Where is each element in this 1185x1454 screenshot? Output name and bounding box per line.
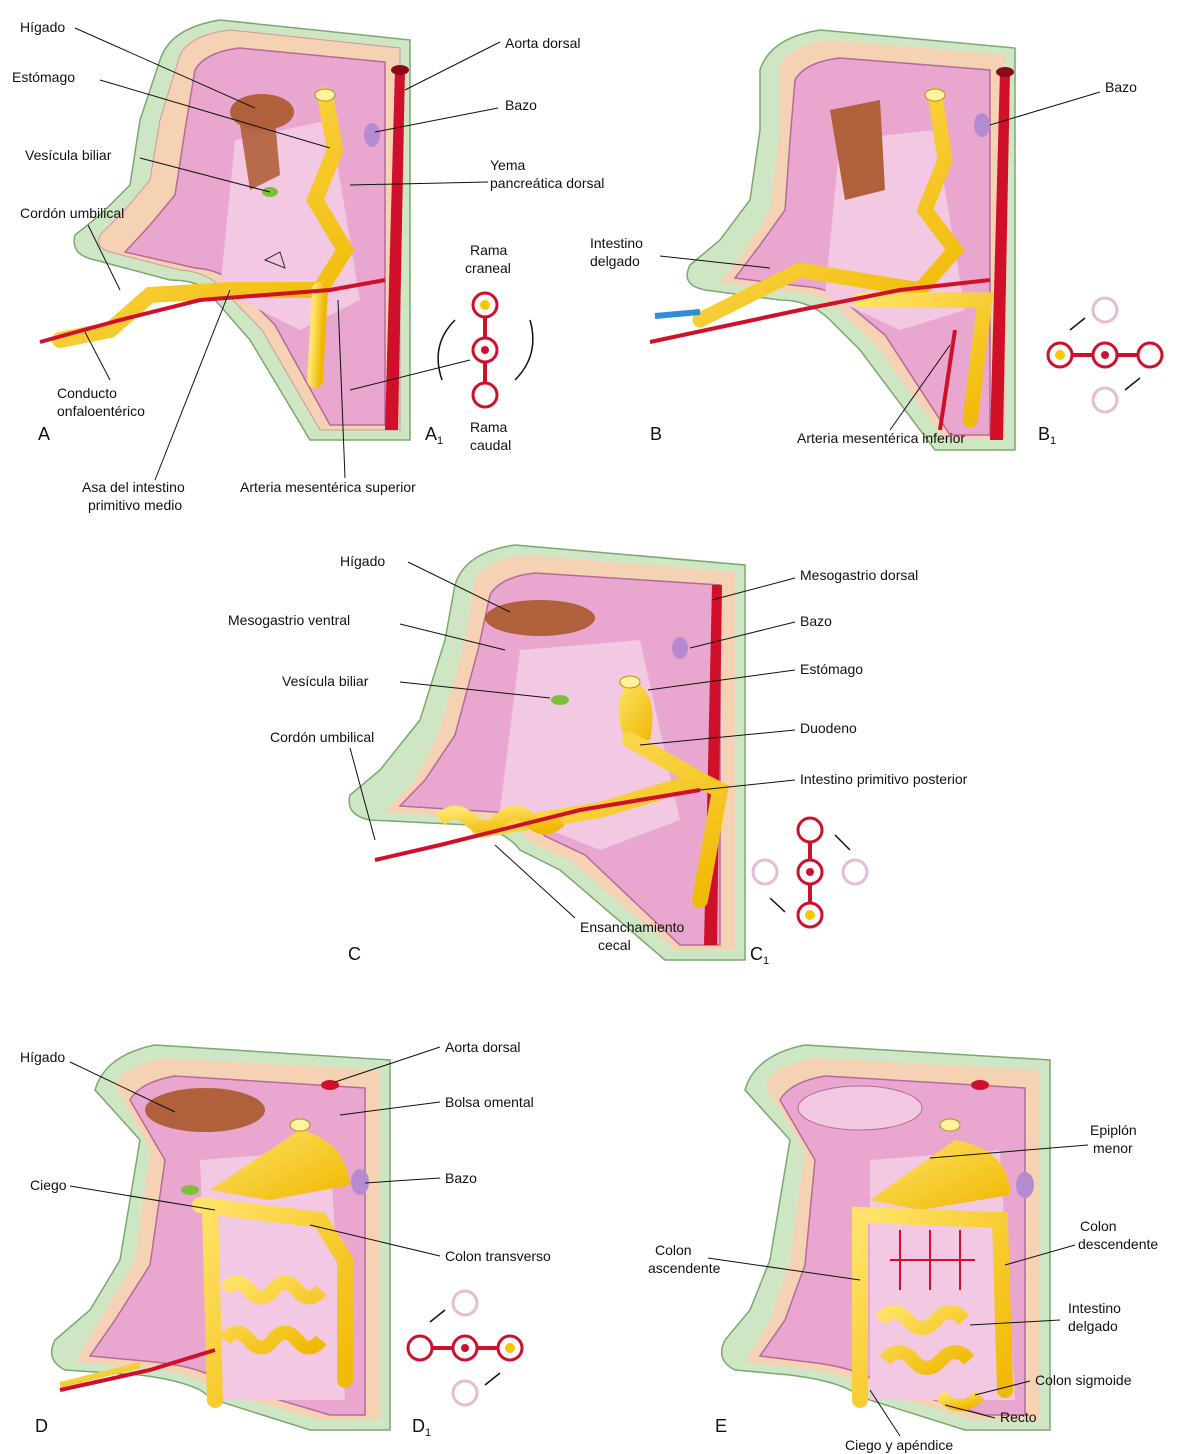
c1-rotation-icon <box>753 818 867 927</box>
b1-rotation-icon <box>1048 298 1162 412</box>
label-aorta-dorsal: Aorta dorsal <box>505 35 580 51</box>
label-arteria-mesenterica-inferior: Arteria mesentérica inferior <box>797 430 965 446</box>
panel-letter-a: A <box>38 424 50 444</box>
label-rama-caudal-line2: caudal <box>470 437 511 453</box>
label-mesogastrio-dorsal: Mesogastrio dorsal <box>800 567 918 583</box>
label-bazo-b: Bazo <box>1105 79 1137 95</box>
panel-letter-b: B <box>650 424 662 444</box>
a1-rotation-icon <box>438 293 533 407</box>
label-rama-craneal-line2: craneal <box>465 260 511 276</box>
label-estomago-c: Estómago <box>800 661 863 677</box>
label-estomago: Estómago <box>12 69 75 85</box>
label-vesicula-biliar-c: Vesícula biliar <box>282 673 369 689</box>
panel-letter-c: C <box>348 944 361 964</box>
label-cordon-umbilical-c: Cordón umbilical <box>270 729 374 745</box>
label-duodeno: Duodeno <box>800 720 857 736</box>
label-ciego-y-apendice: Ciego y apéndice <box>845 1437 953 1453</box>
label-ensanchamiento-line1: Ensanchamiento <box>580 919 685 935</box>
label-mesogastrio-ventral: Mesogastrio ventral <box>228 612 350 628</box>
label-intestino-delgado-b-line2: delgado <box>590 253 640 269</box>
label-conducto-line1: Conducto <box>57 385 117 401</box>
rotation-arrow-icon <box>515 320 533 380</box>
panel-e-illustration <box>722 1045 1050 1430</box>
label-aorta-dorsal-d: Aorta dorsal <box>445 1039 520 1055</box>
panel-d-illustration <box>52 1045 390 1430</box>
label-intestino-delgado-e-line1: Intestino <box>1068 1300 1121 1316</box>
label-intestino-delgado-b-line1: Intestino <box>590 235 643 251</box>
rotation-arrow-icon <box>1070 318 1085 330</box>
label-conducto-line2: onfaloentérico <box>57 403 145 419</box>
label-yema-line2: pancreática dorsal <box>490 175 604 191</box>
label-arteria-mesenterica-superior: Arteria mesentérica superior <box>240 479 416 495</box>
label-rama-craneal-line1: Rama <box>470 242 508 258</box>
label-intestino-delgado-e-line2: delgado <box>1068 1318 1118 1334</box>
label-bazo-d: Bazo <box>445 1170 477 1186</box>
label-asa-line1: Asa del intestino <box>82 479 185 495</box>
d1-rotation-icon <box>408 1291 522 1405</box>
panel-b-illustration <box>650 30 1015 450</box>
label-cordon-umbilical: Cordón umbilical <box>20 205 124 221</box>
label-ensanchamiento-line2: cecal <box>598 937 631 953</box>
rotation-arrow-icon <box>485 1373 500 1385</box>
panel-letter-d1: D1 <box>412 1416 431 1439</box>
label-yema-line1: Yema <box>490 157 526 173</box>
panel-letter-a1: A1 <box>425 424 443 447</box>
label-higado-c: Hígado <box>340 553 385 569</box>
rotation-arrow-icon <box>770 898 785 912</box>
label-colon-descendente-line1: Colon <box>1080 1218 1117 1234</box>
label-epiplon-line1: Epiplón <box>1090 1122 1137 1138</box>
panel-letter-c1: C1 <box>750 944 769 967</box>
panel-a-illustration <box>40 20 410 440</box>
label-rama-caudal-line1: Rama <box>470 419 508 435</box>
label-intestino-primitivo-posterior: Intestino primitivo posterior <box>800 771 968 787</box>
label-colon-transverso: Colon transverso <box>445 1248 551 1264</box>
label-higado-d: Hígado <box>20 1049 65 1065</box>
label-ciego: Ciego <box>30 1177 67 1193</box>
panel-letter-b1: B1 <box>1038 424 1056 447</box>
label-bolsa-omental: Bolsa omental <box>445 1094 534 1110</box>
label-colon-sigmoide: Colon sigmoide <box>1035 1372 1132 1388</box>
rotation-arrow-icon <box>438 320 455 380</box>
label-higado: Hígado <box>20 19 65 35</box>
label-epiplon-line2: menor <box>1093 1140 1133 1156</box>
label-vesicula-biliar: Vesícula biliar <box>25 147 112 163</box>
label-asa-line2: primitivo medio <box>88 497 182 513</box>
panel-letter-e: E <box>715 1416 727 1436</box>
label-colon-ascendente-line2: ascendente <box>648 1260 721 1276</box>
panel-c-illustration <box>349 545 745 960</box>
label-colon-ascendente-line1: Colon <box>655 1242 692 1258</box>
label-colon-descendente-line2: descendente <box>1078 1236 1158 1252</box>
rotation-arrow-icon <box>835 835 850 850</box>
label-bazo: Bazo <box>505 97 537 113</box>
label-bazo-c: Bazo <box>800 613 832 629</box>
rotation-arrow-icon <box>1125 378 1140 390</box>
label-recto: Recto <box>1000 1409 1037 1425</box>
rotation-arrow-icon <box>430 1310 445 1322</box>
panel-letter-d: D <box>35 1416 48 1436</box>
